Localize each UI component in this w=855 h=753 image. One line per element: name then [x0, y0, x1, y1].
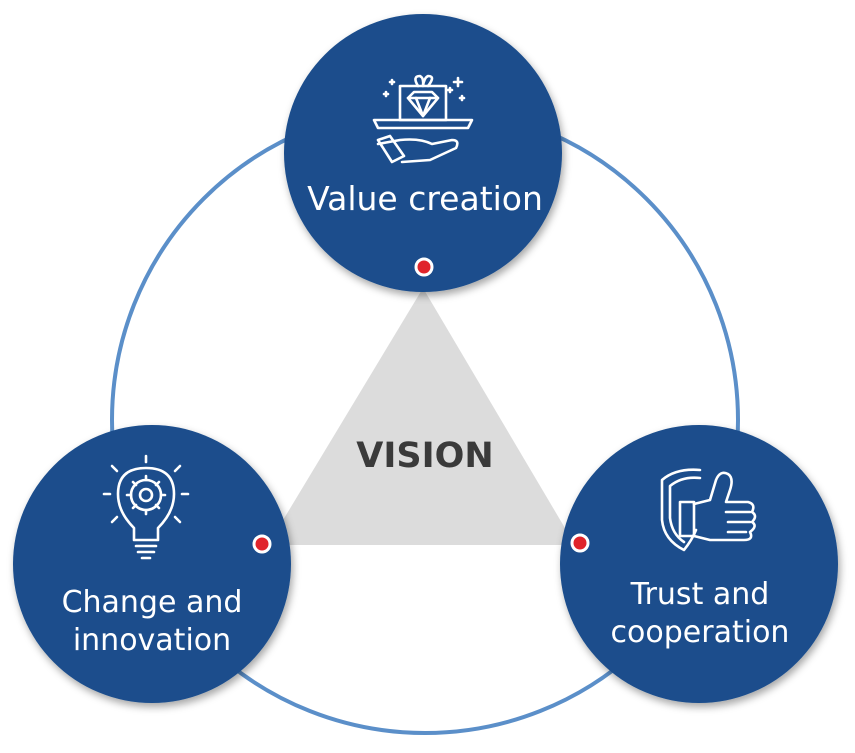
node-label-line2: cooperation [611, 615, 790, 650]
connector-dot [570, 533, 590, 553]
node-circle [560, 425, 838, 703]
shield-thumbs-up-icon [660, 468, 757, 552]
connector-dot [252, 534, 272, 554]
node-label-line2: innovation [73, 623, 231, 658]
node-trust-cooperation[interactable]: Trust and cooperation [560, 425, 838, 703]
node-circle [13, 425, 291, 703]
node-change-innovation[interactable]: Change and innovation [13, 425, 291, 703]
node-label-line1: Trust and [630, 577, 770, 612]
diamond-gift-hand-icon [372, 74, 474, 164]
node-label-line1: Change and [62, 585, 243, 620]
connector-dot [414, 257, 434, 277]
node-circle [284, 14, 562, 292]
node-label-line1: Value creation [307, 179, 543, 218]
vision-triangle [268, 288, 575, 545]
center-label: VISION [356, 436, 493, 476]
lightbulb-gear-icon [102, 454, 190, 560]
node-value-creation[interactable]: Value creation [284, 14, 562, 292]
